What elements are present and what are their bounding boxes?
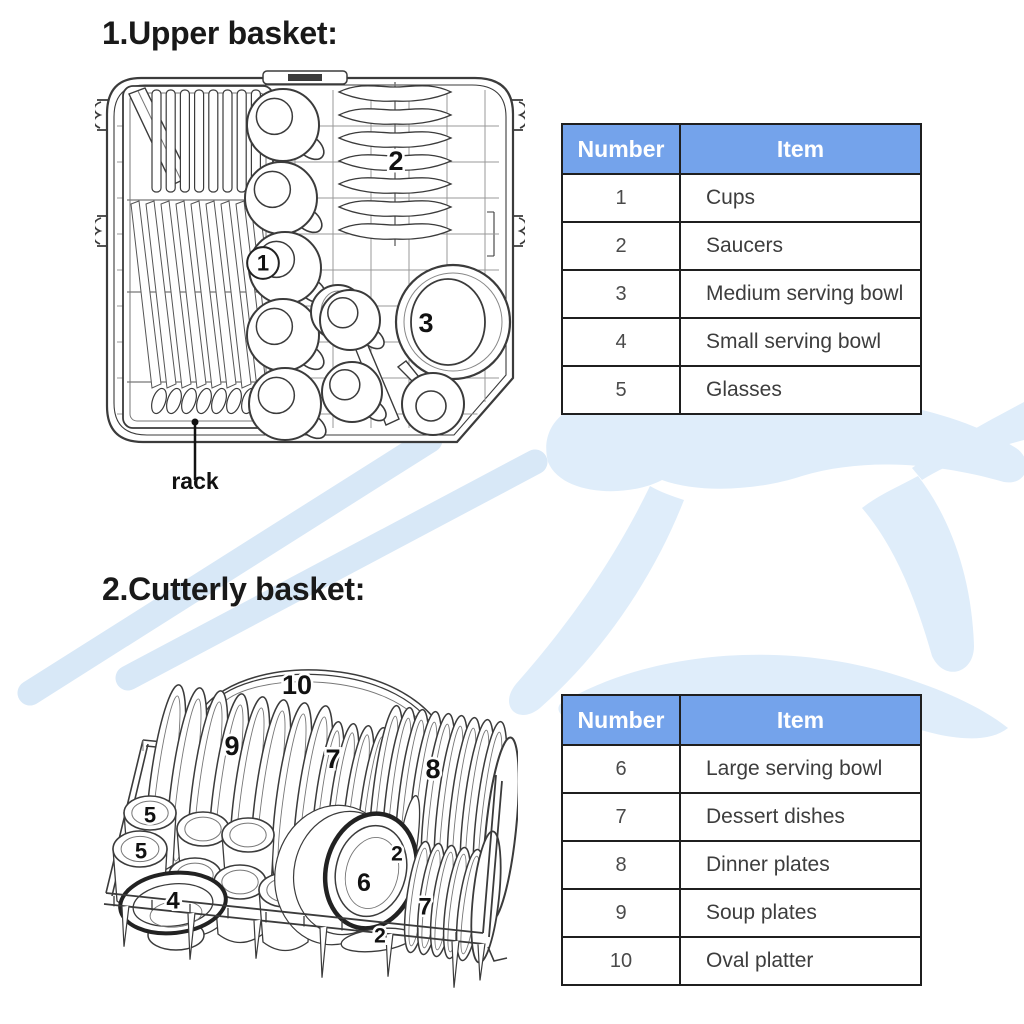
diagram-label: 9 <box>224 731 239 761</box>
basket-clip <box>95 215 108 247</box>
diagram-label: 5 <box>144 803 156 828</box>
diagram-label: 6 <box>357 869 371 897</box>
item-name-cell: Glasses <box>679 365 922 415</box>
diagram-label: 2 <box>388 146 403 176</box>
diagram-label: 2 <box>374 925 386 948</box>
item-number-cell: 3 <box>561 269 681 319</box>
item-number-cell: 10 <box>561 936 681 986</box>
item-name-cell: Dessert dishes <box>679 792 922 842</box>
item-name-cell: Medium serving bowl <box>679 269 922 319</box>
item-number-cell: 6 <box>561 744 681 794</box>
basket-clip <box>512 99 525 131</box>
item-number-cell: 1 <box>561 173 681 223</box>
table-header-cell: Number <box>561 123 681 175</box>
diagram-label: 5 <box>135 839 147 864</box>
table-header-cell: Number <box>561 694 681 746</box>
upper-basket-diagram: 1 2 3 <box>95 70 525 480</box>
item-number-cell: 5 <box>561 365 681 415</box>
item-number-cell: 9 <box>561 888 681 938</box>
rack-pointer-label: rack <box>171 468 219 494</box>
decor-swoosh-tail-right <box>862 476 974 672</box>
basket-frame <box>105 76 515 444</box>
item-number-cell: 8 <box>561 840 681 890</box>
diagram-label: 10 <box>282 670 312 700</box>
item-number-cell: 7 <box>561 792 681 842</box>
section1-heading: 1.Upper basket: <box>102 15 338 51</box>
item-number-cell: 2 <box>561 221 681 271</box>
item-name-cell: Saucers <box>679 221 922 271</box>
item-name-cell: Dinner plates <box>679 840 922 890</box>
diagram-label: 2 <box>391 843 403 866</box>
diagram-label: 3 <box>418 308 433 338</box>
item-name-cell: Small serving bowl <box>679 317 922 367</box>
item-name-cell: Large serving bowl <box>679 744 922 794</box>
upper-basket-labels: 1 2 3 <box>246 144 436 341</box>
table-header-cell: Item <box>679 694 922 746</box>
diagram-label: 4 <box>166 888 180 915</box>
rack-pointer-dot <box>191 418 199 426</box>
item-name-cell: Soup plates <box>679 888 922 938</box>
item-name-cell: Cups <box>679 173 922 223</box>
basket-latch <box>487 211 495 257</box>
upper-basket-contents <box>117 82 512 441</box>
basket-clip <box>512 215 525 247</box>
table-header-cell: Item <box>679 123 922 175</box>
basket-clip <box>95 99 108 131</box>
diagram-label: 1 <box>257 251 269 276</box>
diagram-label: 7 <box>325 744 340 774</box>
item-number-cell: 4 <box>561 317 681 367</box>
decor-swoosh-tail-left <box>509 486 684 715</box>
diagram-label: 7 <box>418 894 431 921</box>
cutlery-basket-contents <box>103 669 518 988</box>
decor-swoosh-wedge <box>912 402 1024 480</box>
diagram-label: 8 <box>425 754 440 784</box>
basket-handle <box>262 70 348 85</box>
section2-heading: 2.Cutterly basket: <box>102 571 366 607</box>
item-name-cell: Oval platter <box>679 936 922 986</box>
